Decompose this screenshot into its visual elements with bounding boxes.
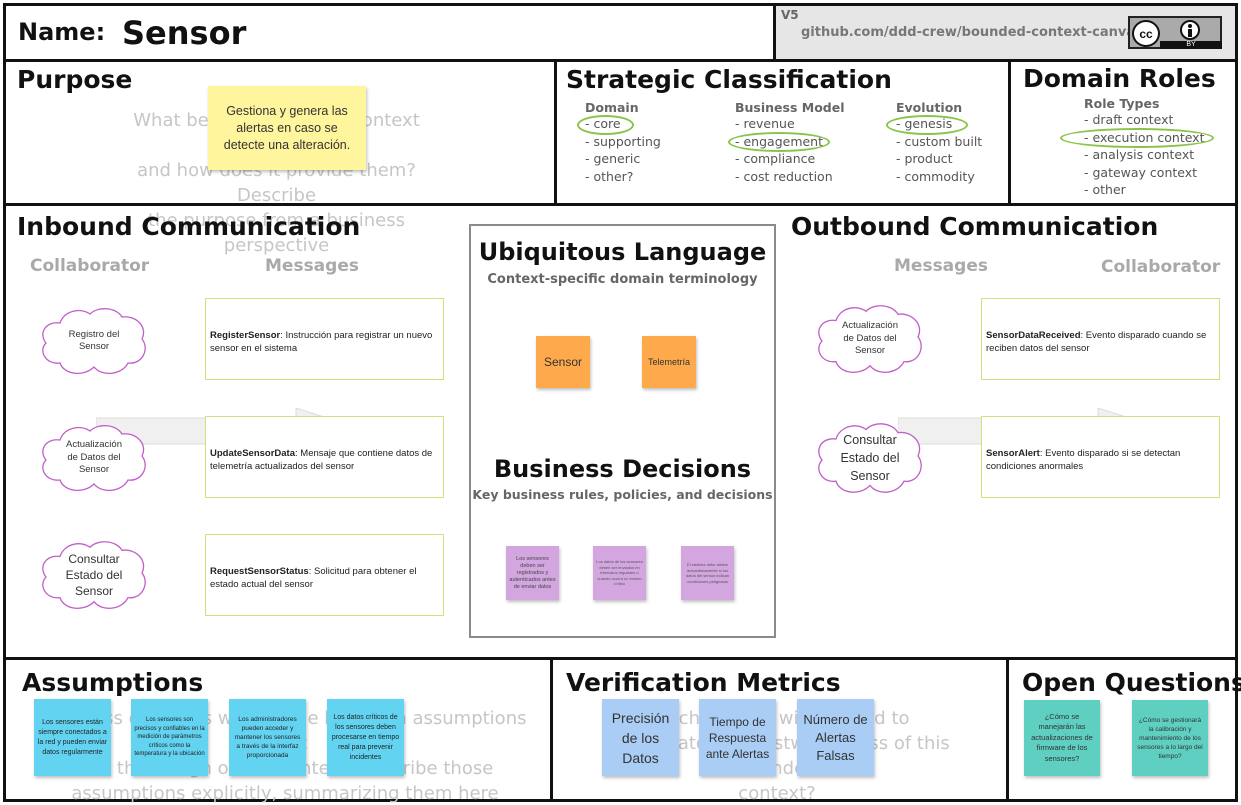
evolution-option: - custom built [896,133,983,149]
source-link[interactable]: github.com/ddd-crew/bounded-context-canv… [801,25,1143,40]
selected-core-highlight [577,115,634,135]
inbound-message-card[interactable]: RequestSensorStatus: Solicitud para obte… [205,534,444,616]
decision-sticky-note[interactable]: El sistema debe alertar automáticamente … [681,546,734,600]
question-sticky-note[interactable]: ¿Cómo se manejarán las actualizaciones d… [1024,700,1100,776]
term-sticky-note[interactable]: Sensor [536,336,590,388]
outbound-collaborator-head: Collaborator [1101,257,1221,277]
inbound-messages-head: Messages [265,256,359,276]
assumption-sticky-note[interactable]: Los administradores pueden acceder y man… [229,699,306,776]
purpose-sticky-note[interactable]: Gestiona y genera las alertas en caso se… [208,86,366,170]
domain-roles-title: Domain Roles [1023,64,1216,93]
divider [554,59,557,205]
divider [3,59,1238,62]
version-label: V5 [781,8,799,22]
divider [1008,59,1011,205]
cc-icon: cc [1132,20,1160,47]
divider [550,657,553,802]
cc-license-badge: cc BY [1128,16,1222,49]
ubiquitous-language-title: Ubiquitous Language [478,238,767,266]
inbound-collaborator-cloud[interactable]: Actualización de Datos del Sensor [38,422,150,494]
divider [3,657,1238,660]
domain-option: - supporting [585,133,661,149]
metric-sticky-note[interactable]: Tiempo de Respuesta ante Alertas [699,699,776,776]
inbound-title: Inbound Communication [17,212,361,241]
assumptions-title: Assumptions [22,668,204,697]
domain-option: - generic [585,151,641,167]
business-model-option: - compliance [735,151,816,167]
inbound-message-card[interactable]: UpdateSensorData: Mensaje que contiene d… [205,416,444,498]
divider [1006,657,1009,802]
selected-execution-context-highlight [1060,128,1214,148]
role-option: - gateway context [1084,164,1198,180]
by-label: BY [1160,41,1222,49]
inbound-collaborator-cloud[interactable]: Consultar Estado del Sensor [38,538,150,612]
business-decisions-subtitle: Key business rules, policies, and decisi… [472,487,773,502]
outbound-collaborator-cloud[interactable]: Actualización de Datos del Sensor [814,302,926,376]
decision-sticky-note[interactable]: Los datos de los sensores deben ser envi… [593,546,646,600]
by-attribution-icon [1180,20,1200,40]
inbound-collaborator-cloud[interactable]: Registro del Sensor [38,305,150,377]
selected-engagement-highlight [728,132,830,152]
domain-column: Domain - core - supporting - generic - o… [585,100,661,184]
strategic-title: Strategic Classification [566,65,892,94]
term-sticky-note[interactable]: Telemetría [642,336,696,388]
divider [773,6,776,61]
purpose-title: Purpose [17,65,133,94]
role-option: - draft context [1084,112,1174,127]
outbound-message-card[interactable]: SensorAlert: Evento disparado si se dete… [981,416,1220,498]
business-model-option: - cost reduction [735,168,833,184]
assumption-sticky-note[interactable]: Los datos críticos de los sensores deben… [327,699,404,776]
evolution-option: - commodity [896,168,975,184]
context-name: Sensor [122,14,247,52]
evolution-option: - product [896,151,953,167]
open-questions-title: Open Questions [1022,668,1241,697]
evolution-column: Evolution - genesis - custom built - pro… [896,100,983,184]
verification-title: Verification Metrics [566,668,841,697]
outbound-messages-head: Messages [894,256,988,276]
domain-option: - other? [585,168,634,184]
outbound-title: Outbound Communication [791,212,1159,241]
divider [3,203,1238,206]
decision-sticky-note[interactable]: Los sensores deben ser registrados y aut… [506,546,559,600]
name-label: Name: [18,18,106,46]
business-model-option: - revenue [735,116,795,131]
ubiquitous-language-subtitle: Context-specific domain terminology [487,272,758,287]
inbound-collaborator-head: Collaborator [30,256,150,276]
inbound-message-card[interactable]: RegisterSensor: Instrucción para registr… [205,298,444,380]
selected-genesis-highlight [886,115,968,135]
role-option: - other [1084,182,1126,198]
outbound-collaborator-cloud[interactable]: Consultar Estado del Sensor [814,420,926,496]
outbound-message-card[interactable]: SensorDataReceived: Evento disparado cua… [981,298,1220,380]
business-decisions-title: Business Decisions [493,455,752,483]
assumption-sticky-note[interactable]: Los sensores son precisos y confiables e… [131,699,208,776]
question-sticky-note[interactable]: ¿Cómo se gestionará la calibración y man… [1132,700,1208,776]
assumption-sticky-note[interactable]: Los sensores están siempre conectados a … [34,699,111,776]
metric-sticky-note[interactable]: Precisión de los Datos [602,699,679,776]
role-option: - analysis context [1084,147,1195,163]
metric-sticky-note[interactable]: Número de Alertas Falsas [797,699,874,776]
